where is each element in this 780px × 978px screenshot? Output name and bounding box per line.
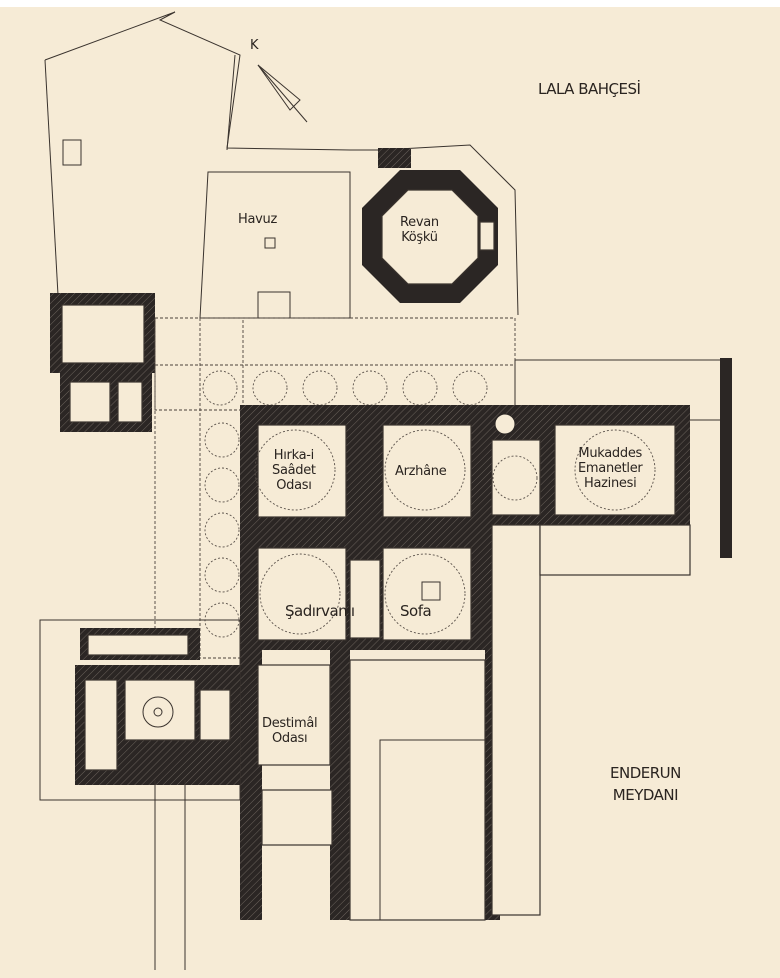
label-sadirvanli: Şadırvanlı [285,602,355,620]
label-arzhane: Arzhâne [395,464,447,479]
label-hirka-i-saadet: Hırka-i Saâdet Odası [272,448,316,493]
southwest-complex [39,619,241,970]
label-mukaddes-emanetler: Mukaddes Emanetler Hazinesi [578,446,643,491]
label-havuz: Havuz [238,212,277,227]
dome-circle [204,467,240,503]
label-sofa: Sofa [400,602,432,620]
dome-circle [252,370,288,406]
label-enderun-meydani: ENDERUN MEYDANI [610,764,681,804]
outer-boundary [44,11,519,316]
west-pavilion [50,293,155,432]
main-building [240,405,691,921]
revan-kiosk-plan [362,170,498,303]
dome-circle [204,422,240,458]
room-sadirvanli [257,547,347,641]
dome-circle [202,370,238,406]
north-arrow-icon [257,64,308,123]
dome-circle [352,370,388,406]
room-sofa [382,547,472,641]
label-revan-kosku: Revan Köşkü [400,215,439,245]
dome-circle [204,557,240,593]
label-destimal-odasi: Destimâl Odası [262,716,318,746]
north-label: K [250,38,259,53]
label-lala-bahcesi: LALA BAHÇESİ [538,80,641,98]
dome-circle [204,512,240,548]
dome-circle [402,370,438,406]
room-destimal [257,664,331,766]
dome-circle [302,370,338,406]
room-hirka [257,424,347,518]
dome-circle [452,370,488,406]
room-arzhane [382,424,472,518]
